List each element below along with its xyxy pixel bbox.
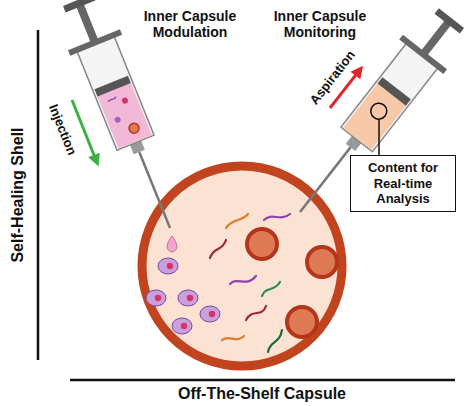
strand	[108, 97, 117, 102]
sample-circle	[368, 100, 390, 122]
strands	[210, 214, 290, 352]
vertical-axis	[37, 30, 40, 360]
text-label: Off-The-Shelf Capsule	[178, 385, 346, 403]
strand	[230, 276, 256, 284]
strand	[246, 306, 266, 320]
cell	[146, 290, 166, 306]
finger-flange	[68, 29, 122, 56]
needle	[139, 152, 170, 228]
inner-capsule	[307, 247, 337, 277]
strand	[210, 240, 226, 258]
cell-nucleus	[187, 295, 193, 301]
cell	[200, 306, 220, 322]
text-label: Injection	[45, 102, 79, 157]
barrel	[77, 35, 155, 150]
box-text: Content for Real-time Analysis	[355, 160, 451, 207]
cell-nucleus	[167, 263, 173, 269]
text-label: Aspiration	[307, 48, 358, 108]
cell	[178, 290, 198, 306]
droplet	[167, 236, 177, 252]
inner-capsule	[127, 122, 140, 135]
finger-flange	[399, 35, 447, 74]
strand	[264, 214, 290, 220]
text-label: Inner Capsule Monitoring	[265, 8, 375, 40]
cells	[146, 258, 220, 334]
inner-capsule	[247, 229, 277, 259]
strand	[226, 214, 248, 228]
needle	[300, 147, 350, 212]
strand	[268, 330, 282, 352]
text-label: Self-Healing Shell	[9, 127, 27, 262]
text-box: Content for Real-time Analysis	[350, 155, 456, 212]
cell	[114, 116, 122, 124]
strand	[222, 336, 244, 340]
cell-nucleus	[155, 295, 161, 301]
thumb-rest	[63, 0, 95, 12]
cell	[172, 318, 192, 334]
plunger-stopper	[378, 77, 411, 105]
cell-nucleus	[181, 323, 187, 329]
cell	[158, 258, 178, 274]
strand	[262, 282, 280, 296]
thumb-rest	[435, 8, 465, 33]
inner-capsules	[247, 229, 337, 337]
cell	[121, 97, 129, 105]
text-label: Inner Capsule Modulation	[135, 8, 245, 40]
cell-nucleus	[209, 311, 215, 317]
horizontal-axis	[70, 379, 455, 382]
arrowhead	[352, 67, 362, 78]
plunger-stopper	[94, 76, 130, 97]
inner-capsule	[287, 307, 317, 337]
arrowhead	[90, 154, 99, 165]
leader-line	[378, 119, 380, 155]
